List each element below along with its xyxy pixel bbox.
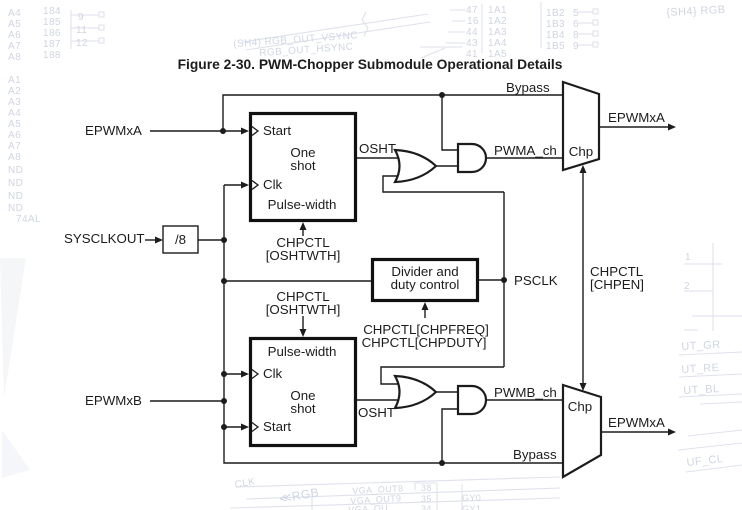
oneshot-a-block	[248, 111, 358, 223]
oneshot-a-pulsewidth: Pulse-width	[268, 197, 337, 212]
oneshot-a-start: Start	[263, 123, 291, 138]
wires	[145, 94, 669, 464]
label-epwmxa-output-a: EPWMxA	[608, 110, 665, 125]
background-watermark	[0, 258, 26, 398]
background-lines	[70, 2, 742, 510]
figure-title: Figure 2-30. PWM-Chopper Submodule Opera…	[178, 57, 563, 72]
divide-by-8-block	[162, 225, 199, 254]
oneshot-a-name-2: shot	[290, 158, 315, 173]
chpctl-chpen-2: [CHPEN]	[590, 277, 644, 292]
label-div8: /8	[175, 232, 186, 247]
label-epwmxa-output-b: EPWMxA	[608, 415, 665, 430]
or-gate-a	[393, 148, 438, 184]
chpctl-oshtwth-a-1: CHPCTL	[276, 235, 329, 250]
divider-label-1: Divider and	[391, 264, 458, 279]
chpctl-chpduty: CHPCTL[CHPDUTY]	[362, 335, 487, 350]
clock-input-chevrons	[251, 125, 260, 433]
label-epwmxa-input: EPWMxA	[85, 123, 142, 138]
mux-b	[561, 383, 603, 479]
chpctl-chpen-1: CHPCTL	[590, 264, 643, 279]
oneshot-b-name-1: One	[290, 388, 315, 403]
label-bypass-b: Bypass	[513, 447, 557, 462]
divider-label-2: duty control	[391, 277, 460, 292]
chpctl-oshtwth-b-2: [OSHTWTH]	[266, 302, 341, 317]
divider-duty-block	[370, 257, 480, 303]
chpctl-oshtwth-a-2: [OSHTWTH]	[266, 248, 341, 263]
mux-b-chp: Chp	[568, 399, 592, 414]
label-bypass-a: Bypass	[506, 80, 550, 95]
label-psclk: PSCLK	[514, 273, 558, 288]
mux-a-chp: Chp	[569, 144, 593, 159]
background-watermark-2	[2, 430, 30, 478]
chpctl-chpfreq: CHPCTL[CHPFREQ]	[363, 322, 489, 337]
oneshot-a-name-1: One	[290, 145, 315, 160]
chpctl-oshtwth-b-1: CHPCTL	[276, 289, 329, 304]
label-epwmxb-input: EPWMxB	[85, 393, 142, 408]
label-pwma-ch: PWMA_ch	[494, 143, 557, 158]
label-sysclkout: SYSCLKOUT	[64, 231, 145, 246]
arrowheads	[155, 123, 676, 436]
oneshot-b-clk: Clk	[263, 366, 283, 381]
oneshot-b-pulsewidth: Pulse-width	[268, 344, 337, 359]
junction-dots	[220, 92, 507, 466]
logic-gates	[393, 80, 603, 479]
label-pwmb-ch: PWMB_ch	[494, 385, 557, 400]
mux-a	[561, 80, 601, 172]
oneshot-a-clk: Clk	[263, 177, 283, 192]
oneshot-b-name-2: shot	[290, 401, 315, 416]
label-osht-b: OSHT	[358, 405, 395, 420]
oneshot-b-start: Start	[263, 419, 291, 434]
label-osht-a: OSHT	[359, 141, 396, 156]
or-gate-b	[393, 374, 438, 410]
and-gate-b	[456, 384, 488, 416]
oneshot-b-block	[248, 336, 358, 448]
and-gate-a	[456, 142, 488, 174]
